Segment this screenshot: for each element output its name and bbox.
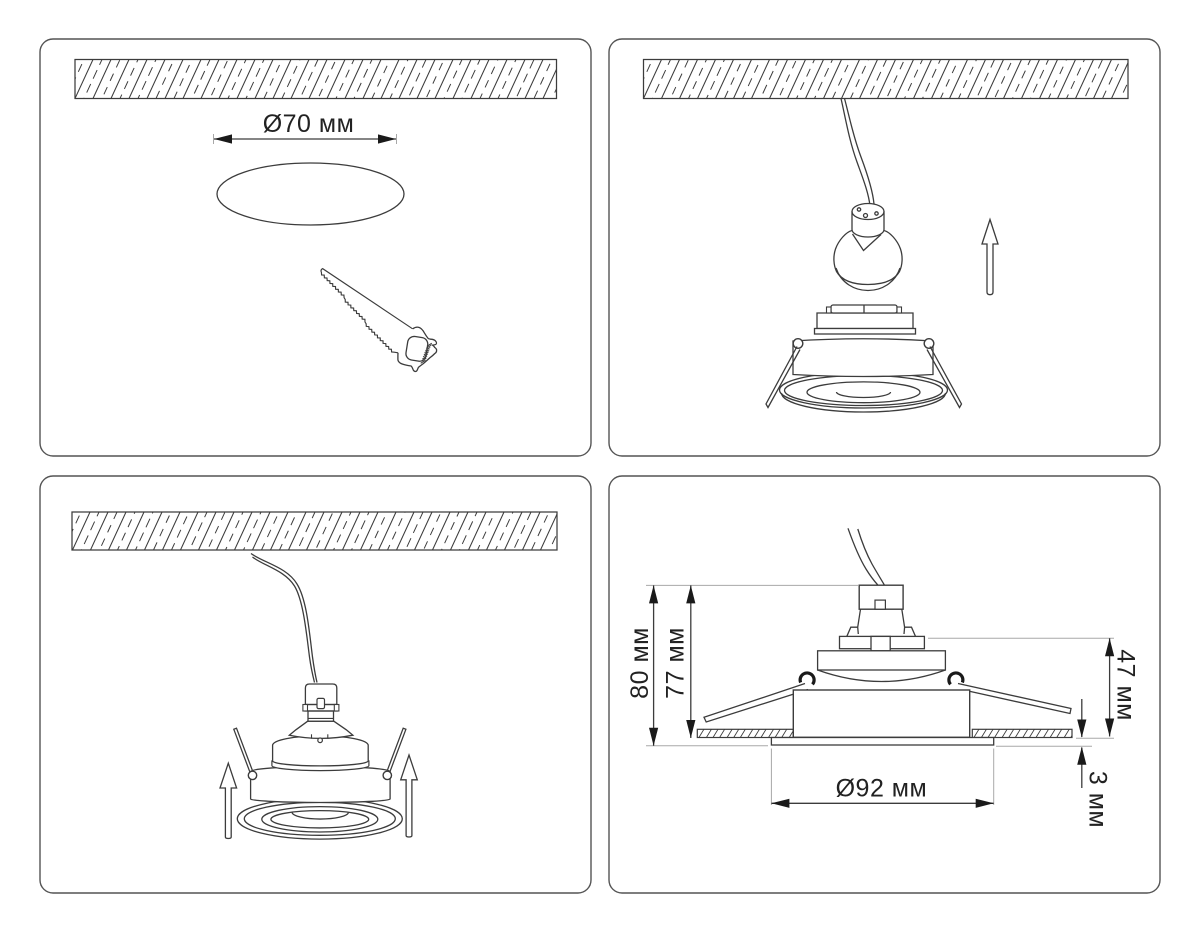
svg-text:3 мм: 3 мм bbox=[1084, 771, 1112, 828]
svg-text:77 мм: 77 мм bbox=[662, 627, 690, 699]
svg-text:Ø70 мм: Ø70 мм bbox=[263, 110, 355, 138]
svg-text:80 мм: 80 мм bbox=[626, 627, 654, 699]
svg-text:Ø92 мм: Ø92 мм bbox=[836, 775, 928, 803]
svg-text:47 мм: 47 мм bbox=[1112, 649, 1140, 721]
